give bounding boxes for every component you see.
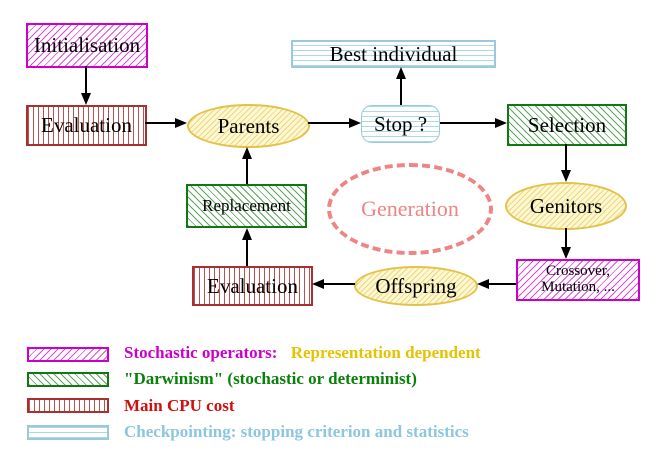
node-crossover-line2: Mutation, ... [541, 279, 615, 295]
arrow-evaluation-to-parents-line [145, 122, 177, 124]
node-best-individual-label: Best individual [329, 41, 458, 66]
arrow-selection-to-genitors-head [561, 170, 571, 182]
node-evaluation-bottom-label: Evaluation [207, 273, 298, 298]
node-offspring-label: Offspring [375, 273, 457, 298]
arrow-parents-to-stop-line [308, 122, 350, 124]
arrow-replacement-to-parents-head [242, 147, 252, 159]
arrow-initialisation-to-evaluation-line [85, 66, 87, 95]
arrow-selection-to-genitors-line [565, 144, 567, 171]
legend-label-representation-dependent: Representation dependent [290, 343, 481, 362]
node-selection-label: Selection [527, 112, 607, 137]
arrow-stop-to-best-individual-head [396, 67, 406, 79]
arrow-evaluation-to-replacement-line [246, 239, 248, 266]
legend-swatch-checkpointing [27, 425, 109, 440]
arrow-evaluation-to-parents-head [175, 118, 187, 128]
node-generation-label: Generation [361, 196, 459, 221]
arrow-offspring-to-evaluation-line [324, 283, 355, 285]
legend-swatch-darwinism [27, 372, 109, 387]
node-replacement-label: Replacement [202, 196, 291, 216]
node-stop-label: Stop ? [373, 111, 428, 136]
node-generation: Generation [327, 163, 493, 255]
node-selection: Selection [507, 104, 627, 146]
node-initialisation-label: Initialisation [33, 33, 141, 58]
node-genitors: Genitors [505, 182, 627, 230]
node-evaluation-top: Evaluation [26, 105, 147, 146]
legend-swatch-stochastic-operators [27, 347, 109, 362]
legend-label-checkpointing: Checkpointing: stopping criterion and st… [124, 422, 469, 441]
arrow-offspring-to-evaluation-head [312, 279, 324, 289]
node-offspring: Offspring [354, 266, 478, 306]
arrow-stop-to-selection-head [495, 118, 507, 128]
legend-label-stochastic-operators: Stochastic operators: Representation dep… [124, 343, 481, 363]
arrow-crossover-to-offspring-line [489, 283, 516, 285]
node-stop: Stop ? [361, 105, 440, 143]
arrow-parents-to-stop-head [349, 118, 361, 128]
node-evaluation-bottom: Evaluation [192, 266, 313, 306]
legend-label-darwinism: "Darwinism" (stochastic or determinist) [124, 369, 417, 388]
node-initialisation: Initialisation [26, 23, 148, 68]
node-parents: Parents [187, 104, 310, 148]
node-crossover-mutation: Crossover, Mutation, ... [516, 259, 640, 301]
arrow-crossover-to-offspring-head [477, 279, 489, 289]
node-best-individual: Best individual [291, 40, 496, 68]
arrow-stop-to-best-individual-line [400, 78, 402, 105]
arrow-genitors-to-crossover-line [565, 228, 567, 248]
node-replacement: Replacement [186, 184, 307, 228]
arrow-initialisation-to-evaluation-head [81, 93, 91, 105]
arrow-genitors-to-crossover-head [561, 247, 571, 259]
legend-label-main-cpu-cost: Main CPU cost [124, 396, 235, 415]
legend-swatch-main-cpu-cost [27, 398, 109, 413]
node-genitors-label: Genitors [529, 193, 603, 218]
legend-label-stochastic-operators-text: Stochastic operators: [124, 343, 278, 362]
node-evaluation-top-label: Evaluation [41, 113, 132, 138]
arrow-stop-to-selection-line [440, 122, 496, 124]
node-crossover-line1: Crossover, [546, 263, 610, 280]
arrow-replacement-to-parents-line [246, 158, 248, 184]
node-parents-label: Parents [217, 113, 280, 138]
arrow-evaluation-to-replacement-head [242, 228, 252, 240]
